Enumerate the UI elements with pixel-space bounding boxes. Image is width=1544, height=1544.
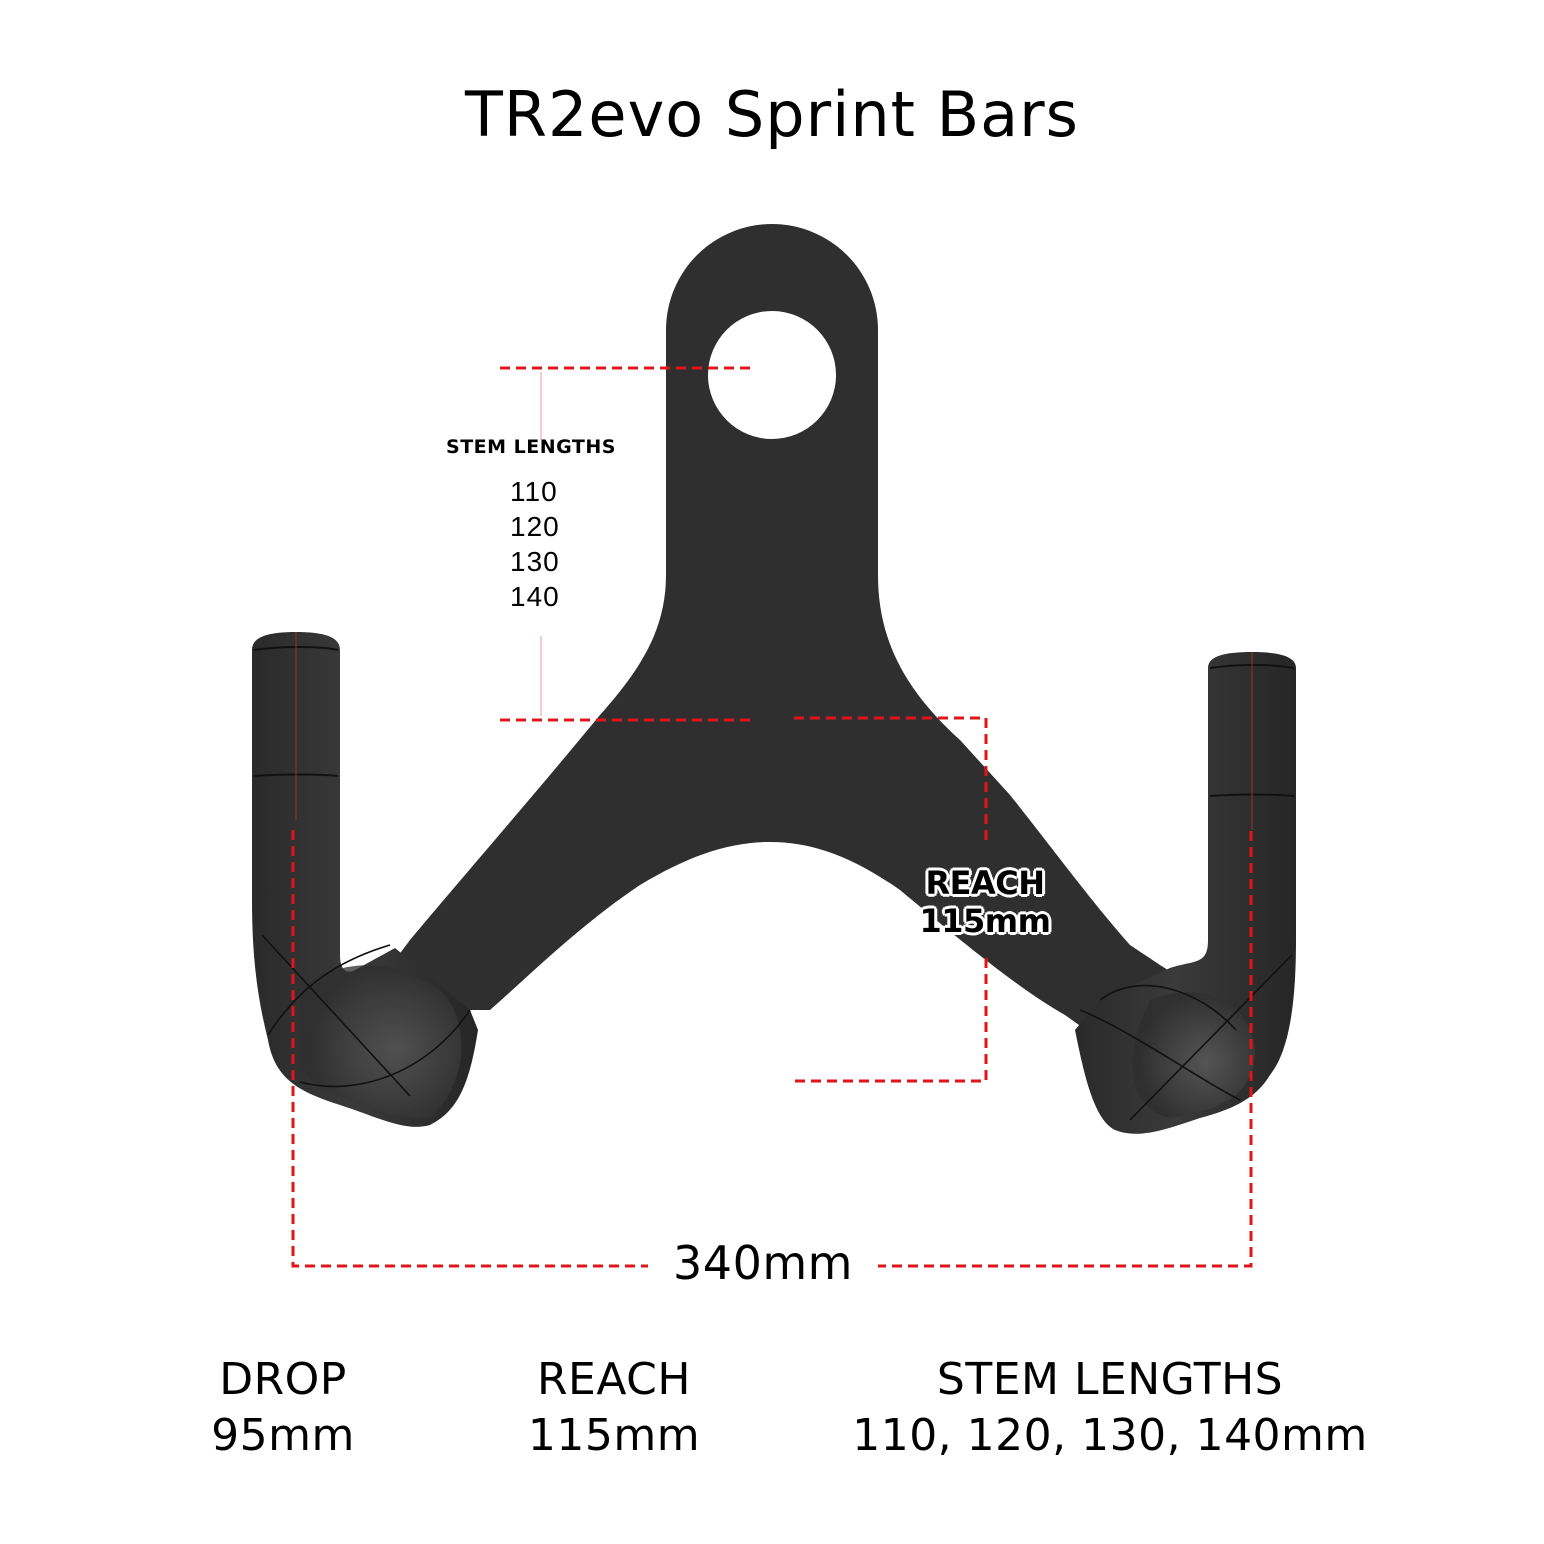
spec-label: REACH: [536, 1354, 691, 1405]
steerer-clamp-hole: [708, 311, 836, 439]
left-drop: [252, 632, 478, 1127]
reach-annotation: REACH 115mm: [912, 864, 1058, 940]
spec-value: 95mm: [211, 1410, 355, 1461]
reach-annotation-label: REACH: [925, 864, 1045, 902]
spec-summary: DROP 95mm REACH 115mm STEM LENGTHS 110, …: [0, 1352, 1544, 1462]
width-dimension: [291, 830, 1253, 1268]
reach-annotation-value: 115mm: [919, 902, 1051, 940]
stem-length-value: 110: [510, 476, 558, 507]
stem-lengths-values: 110 120 130 140: [510, 474, 560, 614]
stem-length-value: 140: [510, 581, 560, 612]
stem-length-value: 130: [510, 546, 560, 577]
spec-label: DROP: [219, 1354, 347, 1405]
spec-label: STEM LENGTHS: [936, 1354, 1284, 1405]
spec-stem-lengths: STEM LENGTHS 110, 120, 130, 140mm: [840, 1352, 1380, 1464]
spec-reach: REACH 115mm: [480, 1352, 748, 1464]
spec-value: 110, 120, 130, 140mm: [852, 1410, 1368, 1461]
stem-length-value: 120: [510, 511, 560, 542]
stem-lengths-annotation: STEM LENGTHS 110 120 130 140: [440, 436, 630, 612]
spec-value: 115mm: [527, 1410, 701, 1461]
stem-body: [395, 224, 1215, 1040]
reach-dimension: [794, 716, 988, 1083]
right-drop: [1075, 652, 1296, 1134]
stem-lengths-heading: STEM LENGTHS: [446, 436, 616, 458]
stem-length-dimension: [500, 366, 755, 722]
spec-drop: DROP 95mm: [160, 1352, 406, 1464]
width-annotation: 340mm: [648, 1236, 878, 1290]
product-title: TR2evo Sprint Bars: [465, 78, 1079, 151]
